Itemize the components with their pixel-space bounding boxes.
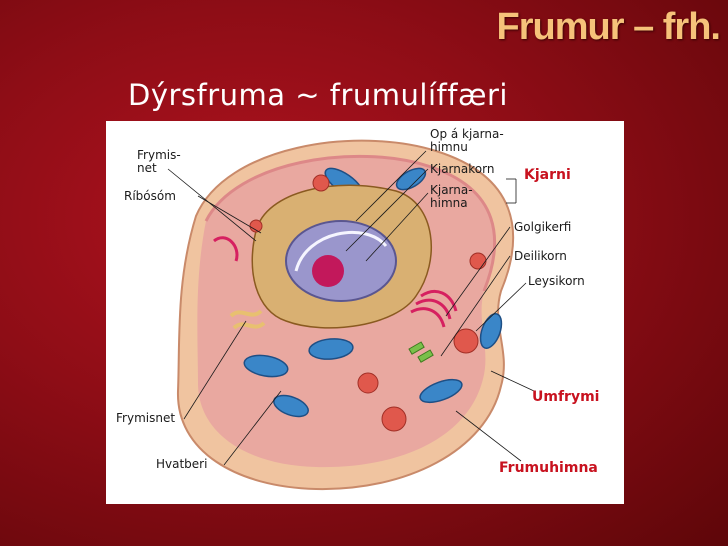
leader-lines <box>167 150 535 466</box>
animal-cell-illustration <box>167 139 535 491</box>
vesicles <box>249 174 487 432</box>
centriole <box>408 341 434 363</box>
label-umfrymi: Umfrymi <box>532 389 600 405</box>
label-ribosom: Ríbósóm <box>124 189 176 203</box>
golgi-left <box>213 236 239 262</box>
cell-diagram-panel: Frymis- net Ríbósóm Op á kjarna- himnu K… <box>106 121 624 504</box>
mitochondria <box>243 167 503 418</box>
label-frumuhimna: Frumuhimna <box>499 460 598 476</box>
label-kjarnahimna: Kjarna- himna <box>430 183 473 210</box>
label-frymisnet-bottom: Frymisnet <box>116 411 176 425</box>
slide-subtitle: Dýrsfruma ~ frumulíffæri <box>128 78 508 112</box>
slide-title: Frumur – frh. <box>496 6 721 48</box>
label-op-kjarnahimnu: Op á kjarna- himnu <box>430 127 504 154</box>
smooth-er <box>229 309 266 330</box>
label-frymisnet-top: Frymis- net <box>137 148 181 175</box>
label-kjarnakorn: Kjarnakorn <box>430 162 495 176</box>
label-hvatberi: Hvatberi <box>156 457 208 471</box>
label-leysikorn: Leysikorn <box>528 274 585 288</box>
label-golgikerfi: Golgikerfi <box>514 220 572 234</box>
nucleolus <box>312 255 344 287</box>
label-kjarni: Kjarni <box>524 167 571 183</box>
label-deilikorn: Deilikorn <box>514 249 567 263</box>
nucleus <box>285 220 397 302</box>
golgi-apparatus <box>410 290 458 328</box>
